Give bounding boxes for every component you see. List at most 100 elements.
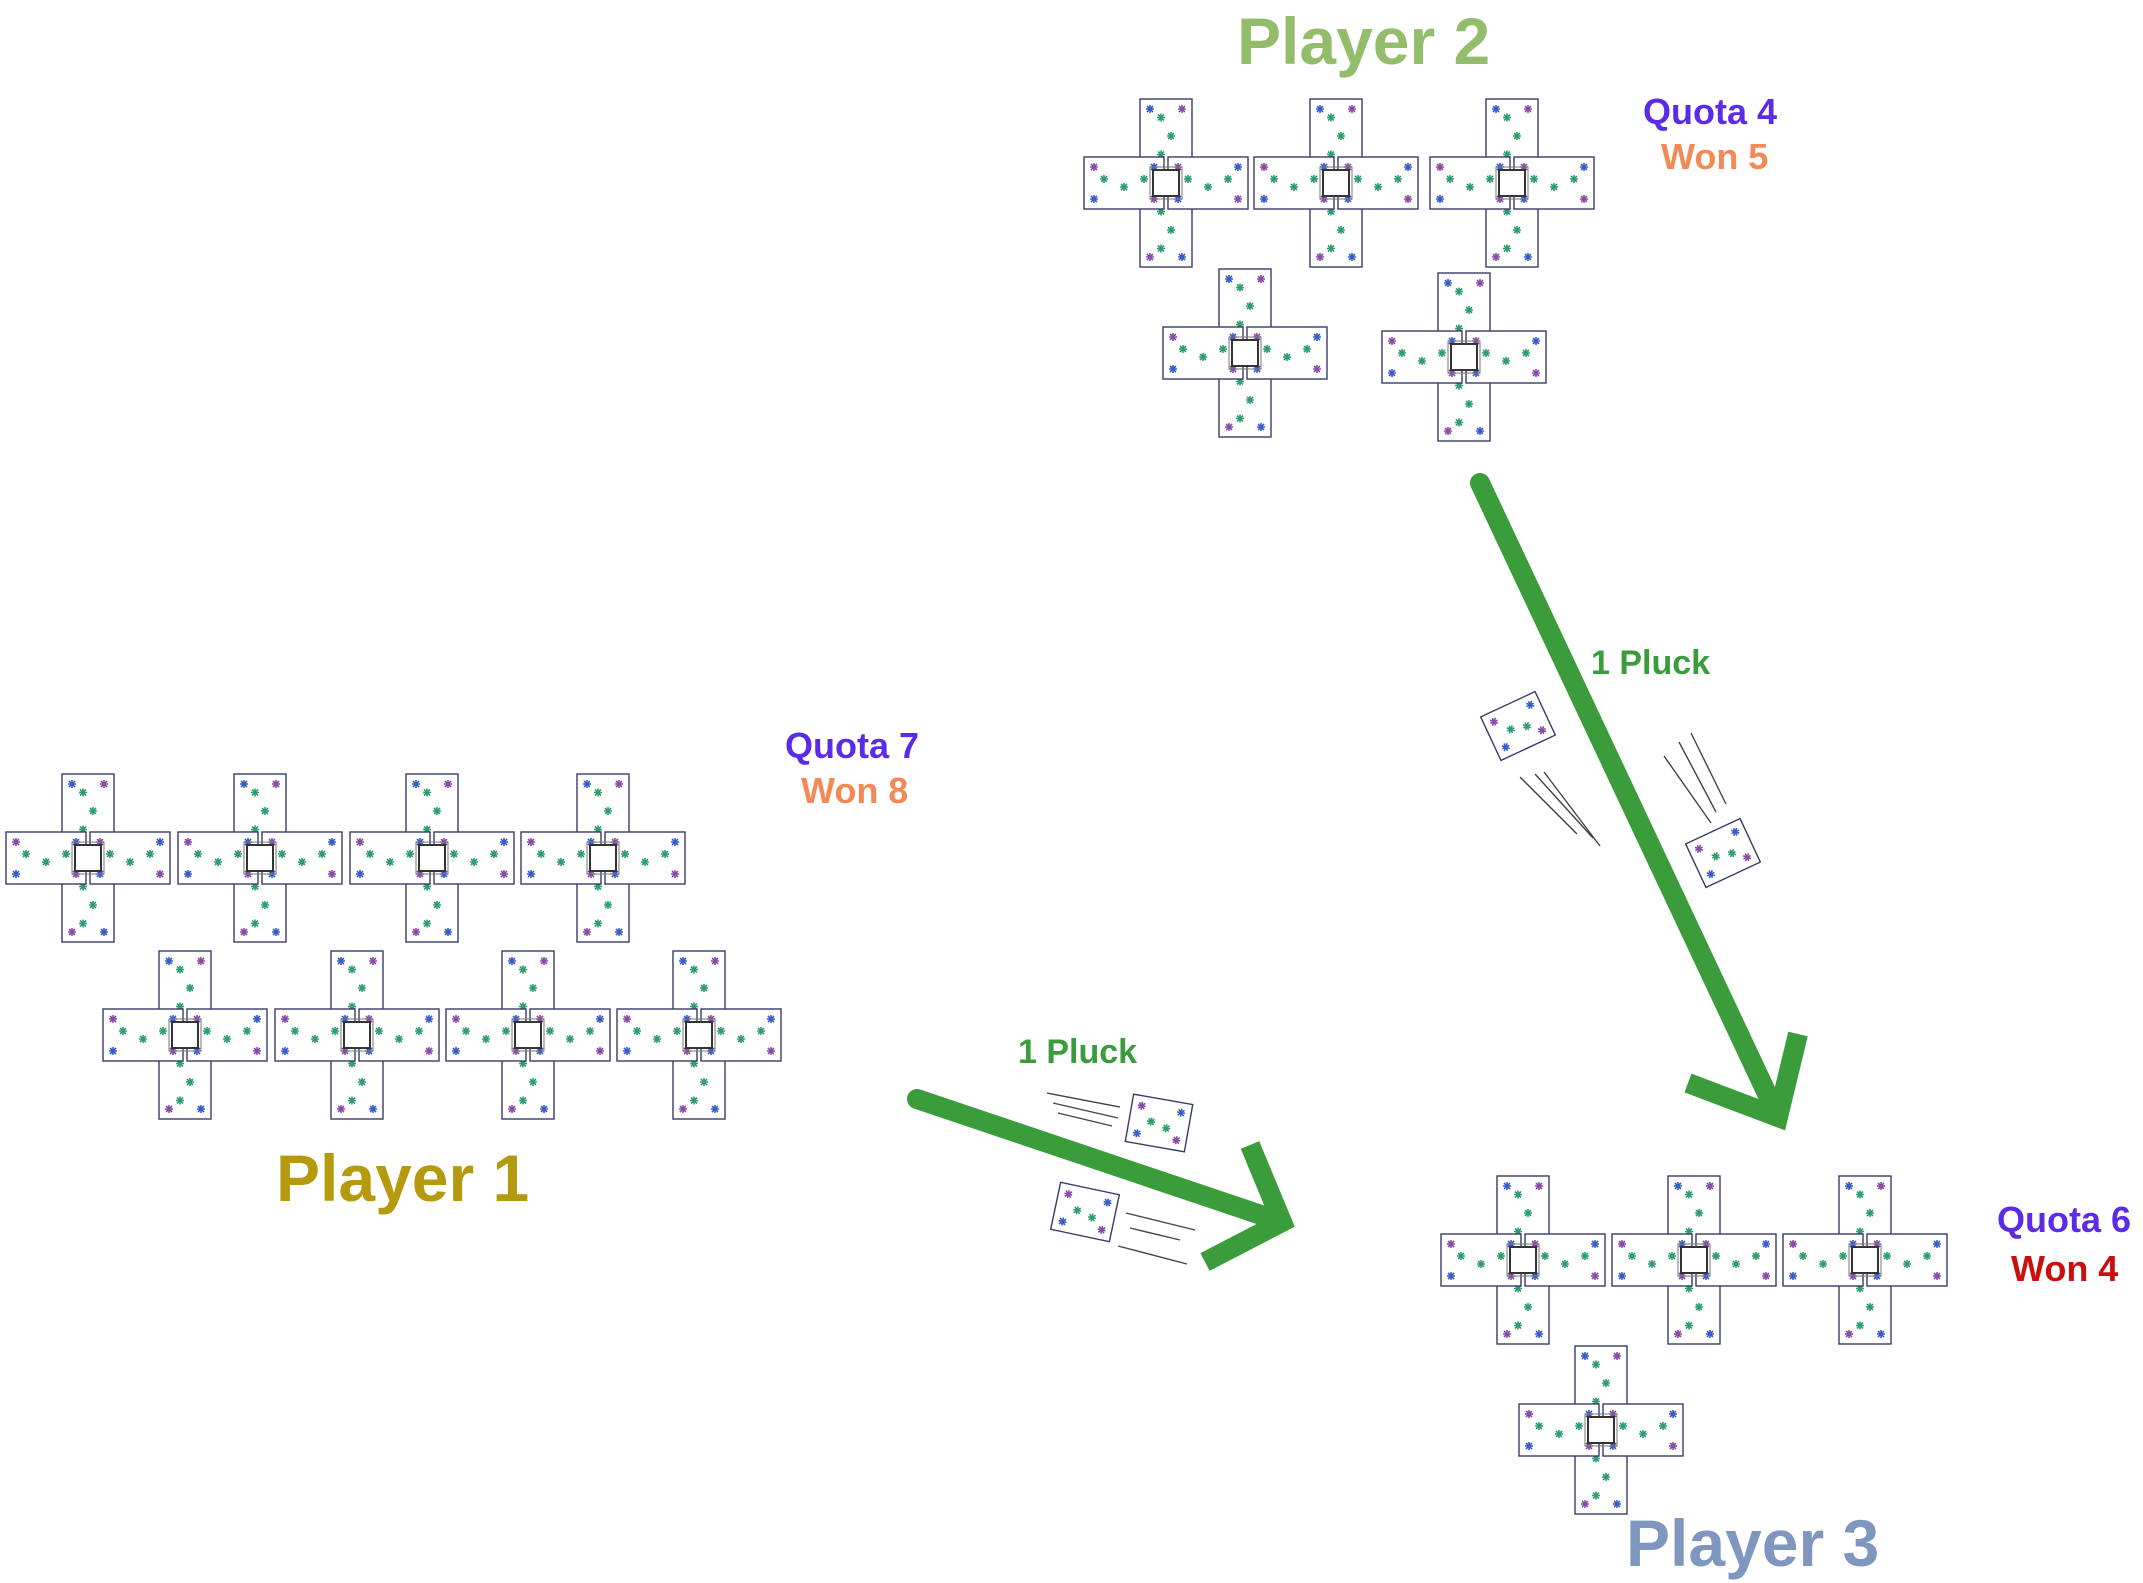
card-pip [1157, 150, 1165, 159]
corner-pip [272, 780, 280, 788]
corner-pip [1591, 1240, 1599, 1248]
player-1-quota: Quota 7 [785, 725, 920, 766]
card-pip [194, 850, 202, 858]
card-pip [1514, 1190, 1522, 1199]
card-pip [1354, 175, 1362, 183]
card-pip [1506, 725, 1516, 734]
trick-center-outline [1677, 1243, 1711, 1277]
corner-pip [1436, 163, 1444, 171]
card-pip [1530, 175, 1538, 183]
trick-center-outline [340, 1018, 374, 1052]
corner-pip [1444, 279, 1452, 287]
card-pip [519, 1002, 527, 1011]
corner-pip [1097, 1225, 1106, 1234]
corner-pip [109, 1015, 117, 1023]
card-pip [1398, 349, 1406, 357]
corner-pip [197, 957, 205, 965]
card-pip [594, 788, 602, 797]
card-pip [1167, 226, 1175, 234]
card-pip [146, 850, 154, 858]
corner-pip [281, 1047, 289, 1055]
corner-pip [1492, 253, 1500, 261]
corner-pip [1225, 423, 1233, 431]
corner-pip [711, 1105, 719, 1113]
card-pip [176, 1059, 184, 1068]
player-2-trick-3 [1429, 98, 1595, 268]
corner-pip [1436, 195, 1444, 203]
trick-center [418, 844, 446, 872]
player-2-trick-4 [1162, 268, 1328, 438]
card-pip [1752, 1252, 1760, 1260]
card-pip [22, 850, 30, 858]
card-pip [1184, 175, 1192, 183]
corner-pip [679, 957, 687, 965]
corner-pip [679, 1105, 687, 1113]
corner-pip [1316, 105, 1324, 113]
card-left [1083, 156, 1165, 210]
corner-pip [1492, 105, 1500, 113]
card-pip [1394, 175, 1402, 183]
corner-pip [1260, 163, 1268, 171]
card-pip [1592, 1397, 1600, 1406]
trick-center-outline [682, 1018, 716, 1052]
card-pip [586, 1027, 594, 1035]
card-pip [641, 858, 649, 866]
card-pip [89, 807, 97, 815]
corner-pip [1234, 195, 1242, 203]
corner-pip [540, 1105, 548, 1113]
corner-pip [165, 957, 173, 965]
corner-pip [615, 928, 623, 936]
corner-pip [596, 1047, 604, 1055]
corner-pip [1877, 1182, 1885, 1190]
corner-pip [1933, 1272, 1941, 1280]
tricks-layer [5, 98, 1948, 1515]
card-pip [1639, 1430, 1647, 1438]
speed-lines-p1-a [1046, 1092, 1121, 1127]
card-pip [1236, 320, 1244, 329]
corner-pip [12, 870, 20, 878]
corner-pip [156, 838, 164, 846]
trick-center-outline [1584, 1413, 1618, 1447]
corner-pip [369, 1105, 377, 1113]
corner-pip [671, 838, 679, 846]
corner-pip [1789, 1272, 1797, 1280]
trick-center [1851, 1246, 1879, 1274]
arrows-layer [907, 473, 1808, 1271]
corner-pip [1489, 717, 1499, 727]
card-pip [1438, 349, 1446, 357]
corner-pip [508, 1105, 516, 1113]
player-1-won: Won 8 [801, 770, 909, 811]
player-1-trick-4 [520, 773, 686, 943]
card-pip [1283, 353, 1291, 361]
corner-pip [1694, 844, 1704, 854]
player-1-trick-7 [445, 950, 611, 1120]
corner-pip [1535, 1182, 1543, 1190]
corner-pip [1316, 253, 1324, 261]
corner-pip [68, 928, 76, 936]
corner-pip [1618, 1272, 1626, 1280]
card-pip [1883, 1252, 1891, 1260]
corner-pip [1257, 275, 1265, 283]
card-pip [594, 882, 602, 891]
card-pip [348, 1096, 356, 1105]
corner-pip [1234, 163, 1242, 171]
corner-pip [337, 1105, 345, 1113]
card-pip [423, 919, 431, 928]
card-pip [1685, 1284, 1693, 1293]
card-pip [1246, 396, 1254, 404]
card-pip [621, 850, 629, 858]
card-pip [261, 901, 269, 909]
corner-pip [1524, 253, 1532, 261]
corner-pip [1172, 1136, 1181, 1145]
corner-pip [583, 780, 591, 788]
corner-pip [165, 1105, 173, 1113]
corner-pip [1058, 1217, 1067, 1226]
corner-pip [1260, 195, 1268, 203]
trick-center [74, 844, 102, 872]
arrow-shaft [907, 1089, 1292, 1232]
player-1-name: Player 1 [276, 1141, 530, 1215]
card-pip [1455, 324, 1463, 333]
player-2-won: Won 5 [1661, 136, 1769, 177]
card-pip [119, 1027, 127, 1035]
card-pip [1866, 1303, 1874, 1311]
